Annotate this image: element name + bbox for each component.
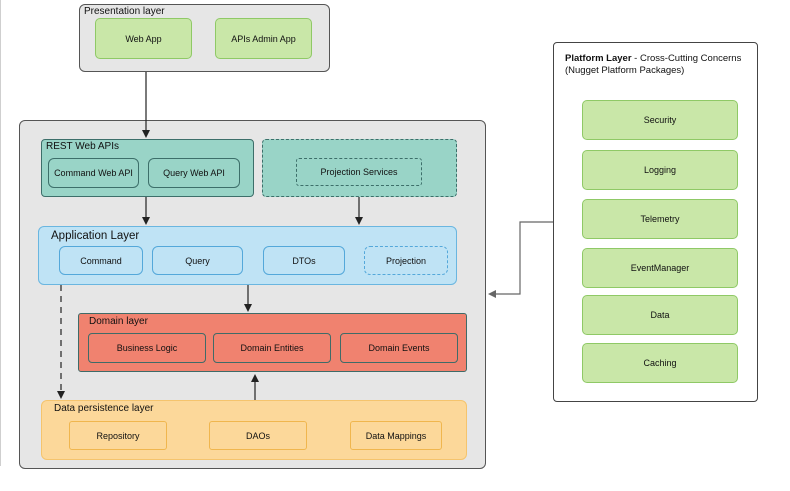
data-box: Data	[582, 295, 738, 335]
web-app-box: Web App	[95, 18, 192, 59]
platform-layer-title: Platform Layer - Cross-Cutting Concerns	[565, 53, 741, 65]
command-box: Command	[59, 246, 143, 275]
repository-box: Repository	[69, 421, 167, 450]
application-layer: Application Layer Command Query DTOs Pro…	[38, 226, 457, 285]
telemetry-box: Telemetry	[582, 199, 738, 239]
query-web-api-box: Query Web API	[148, 158, 240, 188]
arrow-platform-to-backend	[488, 221, 553, 298]
data-persistence-layer-title: Data persistence layer	[54, 403, 154, 414]
rest-web-apis-title: REST Web APIs	[46, 141, 119, 152]
eventmanager-box: EventManager	[582, 248, 738, 288]
daos-box: DAOs	[209, 421, 307, 450]
projection-services-group: Projection Services	[262, 139, 457, 197]
projection-box: Projection	[364, 246, 448, 275]
query-box: Query	[152, 246, 243, 275]
domain-layer: Domain layer Business Logic Domain Entit…	[78, 313, 467, 372]
data-mappings-box: Data Mappings	[350, 421, 442, 450]
application-layer-title: Application Layer	[51, 230, 140, 242]
data-persistence-layer: Data persistence layer Repository DAOs D…	[41, 400, 467, 460]
left-edge-rule	[0, 0, 1, 466]
projection-services-box: Projection Services	[296, 158, 422, 186]
platform-layer-subtitle: (Nugget Platform Packages)	[565, 65, 685, 76]
domain-layer-title: Domain layer	[89, 316, 148, 327]
presentation-layer: Presentation layer Web App APIs Admin Ap…	[79, 4, 330, 72]
security-box: Security	[582, 100, 738, 140]
logging-box: Logging	[582, 150, 738, 190]
rest-web-apis-group: REST Web APIs Command Web API Query Web …	[41, 139, 254, 197]
platform-layer-title-bold: Platform Layer	[565, 53, 632, 64]
platform-layer-title-rest: - Cross-Cutting Concerns	[631, 53, 742, 64]
domain-entities-box: Domain Entities	[213, 333, 331, 363]
dtos-box: DTOs	[263, 246, 345, 275]
business-logic-box: Business Logic	[88, 333, 206, 363]
presentation-layer-title: Presentation layer	[84, 6, 165, 17]
caching-box: Caching	[582, 343, 738, 383]
command-web-api-box: Command Web API	[48, 158, 139, 188]
domain-events-box: Domain Events	[340, 333, 458, 363]
apis-admin-app-box: APIs Admin App	[215, 18, 312, 59]
platform-layer: Platform Layer - Cross-Cutting Concerns …	[553, 42, 758, 402]
